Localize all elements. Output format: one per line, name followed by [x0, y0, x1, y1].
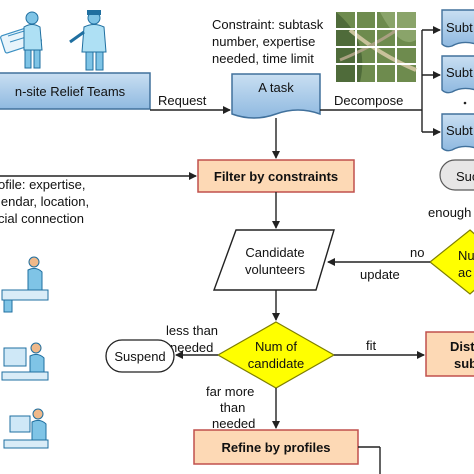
- subtask-1-label: Subt: [446, 20, 473, 35]
- suspend-terminator: [105, 339, 175, 373]
- less-than-line-1: less than: [166, 323, 218, 338]
- relief-teams-label: n-site Relief Teams: [15, 84, 126, 99]
- decompose-label: Decompose: [334, 93, 403, 108]
- subtask-document-1: Subt: [441, 9, 474, 48]
- distribute-box: [425, 331, 474, 377]
- no-label: no: [410, 245, 424, 260]
- volunteer-2-illustration: [1, 342, 49, 381]
- candidate-line-1: Candidate: [245, 245, 304, 260]
- num-decision-line-1: Num of: [255, 339, 297, 354]
- num-candidate-diamond: [216, 321, 336, 389]
- task-label: A task: [258, 80, 294, 95]
- constraint-line-2: number, expertise: [212, 34, 315, 49]
- right-decision-line-1: Nu: [458, 248, 474, 263]
- subtask-3-label: Subt: [446, 123, 473, 138]
- volunteer-1-illustration: [1, 256, 49, 313]
- request-label: Request: [158, 93, 207, 108]
- constraint-line-3: needed, time limit: [212, 51, 314, 66]
- subtask-document-2: Subt: [441, 55, 474, 94]
- candidate-volunteers-shape: [212, 229, 335, 291]
- profile-line-3: cial connection: [0, 211, 84, 226]
- far-more-line-3: needed: [212, 416, 255, 431]
- refine-label: Refine by profiles: [221, 440, 330, 455]
- filter-label: Filter by constraints: [214, 169, 338, 184]
- satellite-image-grid: [336, 12, 417, 82]
- fit-label: fit: [366, 338, 377, 353]
- success-label: Suc: [456, 169, 474, 184]
- subtask-document-3: Subt: [441, 113, 474, 152]
- update-label: update: [360, 267, 400, 282]
- distribute-line-2: sub: [454, 356, 474, 371]
- less-than-line-2: needed: [170, 340, 213, 355]
- constraint-line-1: Constraint: subtask: [212, 17, 324, 32]
- ellipsis-dot: [463, 101, 467, 105]
- candidate-line-2: volunteers: [245, 262, 305, 277]
- task-document-shape: [231, 73, 321, 119]
- relief-workers-illustration: [0, 10, 107, 71]
- far-more-line-1: far more: [206, 384, 254, 399]
- profile-line-1: ofile: expertise,: [0, 177, 85, 192]
- subtask-2-label: Subt: [446, 65, 473, 80]
- right-decision-line-2: ac: [458, 265, 472, 280]
- relief-teams-box: [0, 72, 151, 110]
- right-decision-diamond: [429, 229, 474, 295]
- distribute-line-1: Dist: [450, 339, 474, 354]
- profile-line-2: lendar, location,: [0, 194, 89, 209]
- suspend-label: Suspend: [114, 349, 165, 364]
- enough-label: enough: [428, 205, 471, 220]
- far-more-line-2: than: [220, 400, 245, 415]
- volunteer-3-illustration: [3, 408, 49, 449]
- filter-by-constraints-box: [197, 159, 355, 193]
- num-decision-line-2: candidate: [248, 356, 304, 371]
- success-terminator: [439, 159, 474, 191]
